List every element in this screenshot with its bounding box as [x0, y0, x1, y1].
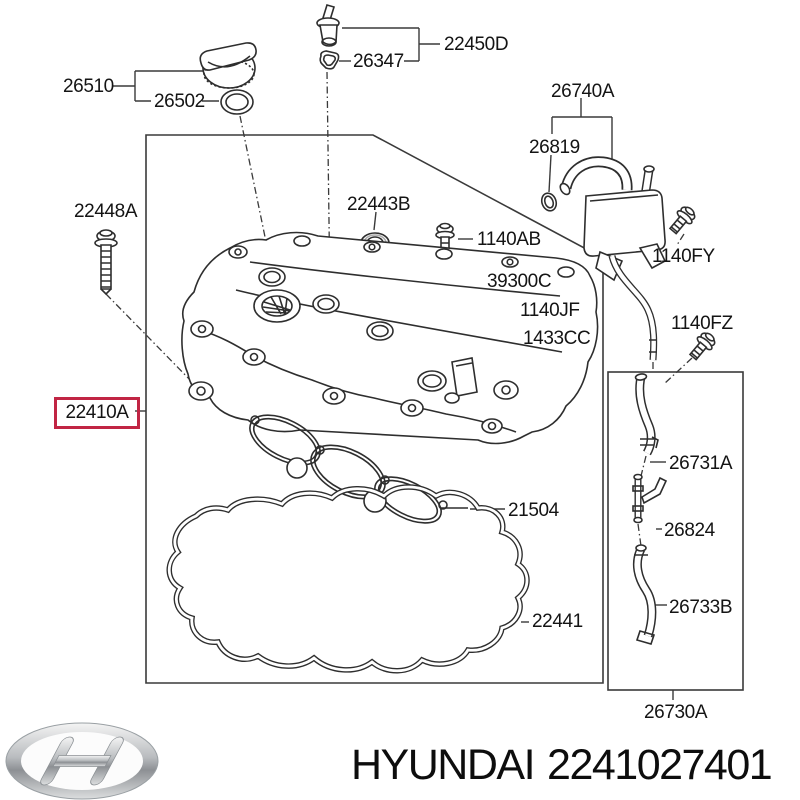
- part-label-26347: 26347: [353, 51, 404, 72]
- footer-part-number: 2241027401: [547, 741, 773, 789]
- highlight-box: 22410A: [54, 397, 140, 429]
- joint-26824-drawing: [632, 473, 668, 524]
- part-label-22410a: 22410A: [65, 402, 129, 424]
- oil-cap-drawing: [199, 42, 257, 89]
- gasket-22441-drawing: [166, 484, 530, 674]
- breather-assembly-drawing: [559, 156, 667, 282]
- part-label-1140fy: 1140FY: [652, 246, 715, 267]
- part-label-26819: 26819: [529, 137, 580, 158]
- part-label-1140jf: 1140JF: [520, 300, 580, 321]
- breather-tube-drawing: [608, 254, 658, 361]
- gasket-26347-drawing: [319, 50, 340, 70]
- hose-26731a-drawing: [634, 373, 659, 456]
- sub-assembly-box: [607, 371, 744, 691]
- part-label-26733b: 26733B: [669, 597, 733, 618]
- bolt-1140fy-drawing: [668, 206, 696, 235]
- main-assembly-box: [145, 134, 604, 684]
- part-label-26731a: 26731A: [669, 453, 733, 474]
- hose-26733b-drawing: [632, 544, 657, 645]
- part-label-21504: 21504: [508, 500, 559, 521]
- valve-cover-drawing: [181, 231, 599, 445]
- part-label-26502: 26502: [154, 91, 205, 112]
- part-label-1140fz: 1140FZ: [671, 313, 733, 334]
- part-label-22441: 22441: [532, 611, 583, 632]
- bolt-22448a-drawing: [94, 229, 118, 296]
- part-label-26510: 26510: [63, 76, 114, 97]
- oil-cap-oring-drawing: [220, 89, 254, 115]
- hyundai-logo: [5, 722, 159, 800]
- sensor-22450d-drawing: [316, 4, 340, 47]
- part-label-22443b: 22443B: [347, 194, 411, 215]
- part-label-1433cc: 1433CC: [523, 328, 591, 349]
- part-label-26730a: 26730A: [644, 702, 708, 723]
- part-label-1140ab: 1140AB: [477, 229, 541, 250]
- bolt-1140fz-drawing: [688, 332, 716, 361]
- part-label-22450d: 22450D: [444, 34, 509, 55]
- part-label-26824: 26824: [664, 520, 715, 541]
- brand-name: HYUNDAI: [351, 741, 536, 789]
- clamp-26819-drawing: [540, 192, 558, 212]
- part-label-26740a: 26740A: [551, 81, 615, 102]
- part-label-39300c: 39300C: [487, 271, 552, 292]
- part-label-22448a: 22448A: [74, 201, 138, 222]
